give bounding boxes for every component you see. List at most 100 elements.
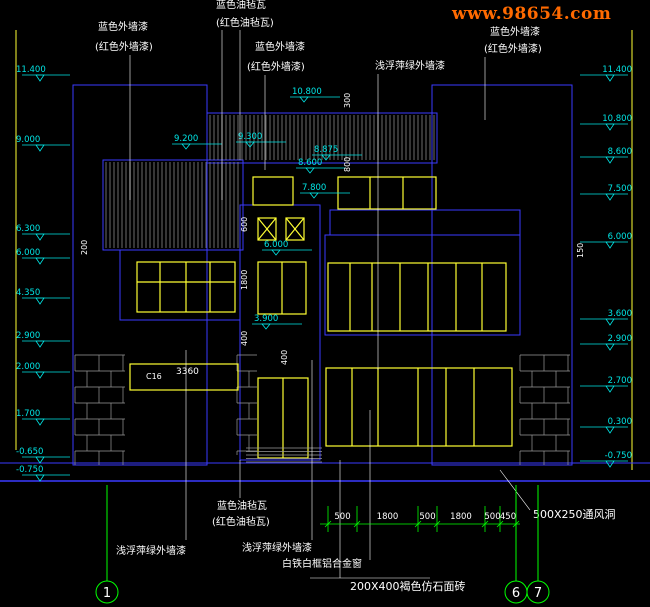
elevation-right-2: 8.600 — [580, 147, 632, 164]
note-light-green-bottom-mid: 浅浮萍绿外墙漆 — [242, 541, 312, 554]
svg-text:2.700: 2.700 — [608, 376, 632, 386]
roof-hatch-left — [105, 162, 239, 248]
window-tag: C16 — [146, 372, 162, 381]
svg-text:8.600: 8.600 — [298, 158, 322, 168]
svg-text:10.800: 10.800 — [292, 87, 322, 97]
building-outline — [72, 84, 573, 466]
note-red-wall-paint-mid: (红色外墙漆) — [247, 60, 305, 73]
svg-text:3.600: 3.600 — [608, 309, 632, 319]
elevation-inner-1: 9.200 — [172, 134, 222, 150]
elevation-right-9: -0.750 — [580, 451, 632, 468]
elevation-inner-5: 7.800 — [300, 183, 350, 199]
note-blue-wall-paint-mid: 蓝色外墙漆 — [255, 40, 305, 53]
vent-box-1 — [257, 217, 277, 241]
windows — [129, 176, 513, 459]
note-light-green-top: 浅浮萍绿外墙漆 — [375, 59, 445, 72]
elevation-left-4: 4.350 — [16, 288, 70, 305]
svg-text:11.400: 11.400 — [16, 65, 46, 75]
vent-box-2 — [285, 217, 305, 241]
svg-text:4.350: 4.350 — [16, 288, 40, 298]
elevation-left-9: -0.750 — [16, 465, 70, 482]
elevation-inner-7: 3.900 — [252, 314, 302, 330]
elevation-left-6: 2.000 — [16, 362, 70, 379]
svg-text:-0.750: -0.750 — [16, 465, 43, 475]
note-stone-brick: 200X400褐色仿石面砖 — [350, 579, 466, 593]
axis-label-6: 6 — [512, 586, 520, 601]
svg-text:1.700: 1.700 — [16, 409, 40, 419]
svg-text:11.400: 11.400 — [602, 65, 632, 75]
elevation-right-4: 6.000 — [580, 232, 632, 249]
svg-text:6.000: 6.000 — [608, 232, 632, 242]
vertical-dim-3: 200 — [80, 240, 89, 255]
window-3f-right — [337, 176, 437, 210]
elevation-right-3: 7.500 — [580, 184, 632, 201]
brick-base — [74, 354, 570, 465]
note-blue-wall-paint-left: 蓝色外墙漆 — [98, 20, 148, 33]
svg-text:9.200: 9.200 — [174, 134, 198, 144]
svg-text:7.800: 7.800 — [302, 183, 326, 193]
elevation-left-1: 9.000 — [16, 135, 70, 152]
entry-steps — [246, 447, 322, 463]
bottom-dim-5: 450 — [500, 512, 516, 522]
vertical-dim-1: 800 — [343, 157, 352, 172]
svg-text:3.900: 3.900 — [254, 314, 278, 324]
note-red-wall-paint-left: (红色外墙漆) — [95, 40, 153, 53]
note-vent-hole: 500X250通风洞 — [533, 508, 616, 521]
vertical-dim-5: 400 — [240, 331, 249, 346]
elevation-inner-3: 8.600 — [296, 158, 346, 174]
bottom-dim-2: 500 — [419, 512, 435, 522]
window-3f-small — [252, 176, 294, 206]
window-c16 — [129, 363, 239, 391]
svg-text:9.000: 9.000 — [16, 135, 40, 145]
svg-text:7.500: 7.500 — [608, 184, 632, 194]
axis-label-7: 7 — [534, 586, 542, 601]
note-red-felt-tile-bottom: (红色油毡瓦) — [212, 515, 270, 528]
note-blue-felt-tile-bottom: 蓝色油毡瓦 — [217, 499, 267, 512]
watermark: www.98654.com — [452, 4, 612, 24]
note-blue-felt-tile-top: 蓝色油毡瓦 — [216, 0, 266, 11]
bottom-dim-1: 1800 — [377, 512, 399, 522]
svg-text:-0.650: -0.650 — [16, 447, 43, 457]
svg-text:6.000: 6.000 — [264, 240, 288, 250]
svg-text:2.000: 2.000 — [16, 362, 40, 372]
svg-text:6.300: 6.300 — [16, 224, 40, 234]
elevation-inner-6: 6.000 — [262, 240, 312, 256]
elevation-inner-4: 8.875 — [312, 145, 362, 161]
vertical-dim-2: 600 — [240, 217, 249, 232]
svg-text:10.800: 10.800 — [602, 114, 632, 124]
bottom-dim-3: 1800 — [450, 512, 472, 522]
svg-text:9.300: 9.300 — [238, 132, 262, 142]
elevation-markers-inner: 10.800 9.200 9.300 8.600 8.875 7.800 6.000 3.90… — [172, 87, 362, 330]
note-red-wall-paint-right: (红色外墙漆) — [484, 42, 542, 55]
note-blue-wall-paint-right: 蓝色外墙漆 — [490, 25, 540, 38]
elevation-left-2: 6.300 — [16, 224, 70, 241]
axis-labels: 1 6 7 — [103, 586, 542, 601]
elevation-markers-right: 11.400 10.800 8.600 7.500 6.000 3.600 2.900 2.7… — [580, 65, 632, 468]
svg-text:2.900: 2.900 — [16, 331, 40, 341]
axis-markers — [95, 485, 550, 604]
vertical-dim-4: 1800 — [240, 270, 249, 290]
vertical-dim-0: 300 — [343, 93, 352, 108]
elevation-inner-2: 9.300 — [236, 132, 286, 148]
window-dim: 3360 — [176, 367, 199, 377]
svg-text:8.600: 8.600 — [608, 147, 632, 157]
note-window-frame: 白铁白框铝合金窗 — [282, 557, 362, 570]
vertical-dim-6: 150 — [576, 243, 585, 258]
note-red-felt-tile-top: (红色油毡瓦) — [216, 16, 274, 29]
elevation-markers-left: 11.400 9.000 6.300 6.000 4.350 2.900 2.000 1.70… — [16, 65, 70, 482]
note-light-green-bottom-left: 浅浮萍绿外墙漆 — [116, 544, 186, 557]
elevation-right-5: 3.600 — [580, 309, 632, 326]
elevation-right-6: 2.900 — [580, 334, 632, 351]
elevation-right-8: 0.300 — [580, 417, 632, 434]
elevation-inner-0: 10.800 — [290, 87, 340, 103]
elevation-left-8: -0.650 — [16, 447, 70, 464]
window-1f-large — [325, 367, 513, 447]
bottom-dim-4: 500 — [484, 512, 500, 522]
svg-text:0.300: 0.300 — [608, 417, 632, 427]
svg-text:8.875: 8.875 — [314, 145, 338, 155]
elevation-left-3: 6.000 — [16, 248, 70, 265]
elevation-left-0: 11.400 — [16, 65, 70, 82]
